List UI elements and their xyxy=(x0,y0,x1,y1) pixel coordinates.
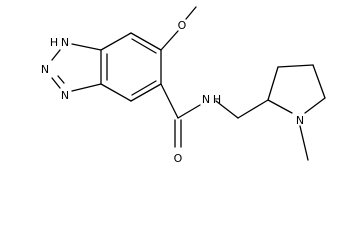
label-n1-triazole: N xyxy=(61,36,69,49)
bond-pyr-c5-n xyxy=(304,97,326,114)
bonds xyxy=(51,6,326,161)
bond-n2-n3-inner xyxy=(57,75,65,84)
bond-c-n-amide xyxy=(177,104,201,119)
bond-n3-c3a xyxy=(71,83,102,92)
label-n-pyrrolidine: N xyxy=(296,114,304,127)
label-h-amide: H xyxy=(213,93,221,106)
bond-benzene-2 xyxy=(130,32,162,51)
bond-ch2-c2 xyxy=(237,99,269,119)
bond-benzene-4 xyxy=(130,83,162,102)
label-n2-triazole: N xyxy=(41,63,49,76)
bond-benzene-5 xyxy=(100,83,132,102)
bond-benzene-4-inner xyxy=(131,80,157,96)
bond-c7a-n1 xyxy=(71,43,102,51)
bond-pyr-c3-c4 xyxy=(277,64,314,68)
bond-pyr-c2-c3 xyxy=(267,66,279,101)
label-h-triazole: H xyxy=(50,36,58,49)
bond-pyr-n-c2 xyxy=(267,99,293,114)
label-n3-triazole: N xyxy=(61,89,69,102)
bond-benzene-1 xyxy=(100,32,132,51)
label-n-amide: N xyxy=(202,93,210,106)
atom-labels: H N N N O O N H N xyxy=(41,19,304,165)
bond-c5-ccarbonyl xyxy=(160,83,179,119)
label-o-carbonyl: O xyxy=(174,152,183,165)
bond-n2-n3 xyxy=(51,77,61,89)
chemical-structure-diagram: H N N N O O N H N xyxy=(41,6,326,165)
bond-o-ch3 xyxy=(185,6,197,20)
bond-n1-n2 xyxy=(51,49,61,61)
bond-n-ch2 xyxy=(215,100,239,119)
bond-n-methyl xyxy=(299,125,309,161)
bond-c6-o xyxy=(160,30,179,51)
label-o-methoxy: O xyxy=(178,19,187,32)
bond-pyr-c4-c5 xyxy=(312,64,326,99)
bond-benzene-2-inner xyxy=(131,38,157,54)
